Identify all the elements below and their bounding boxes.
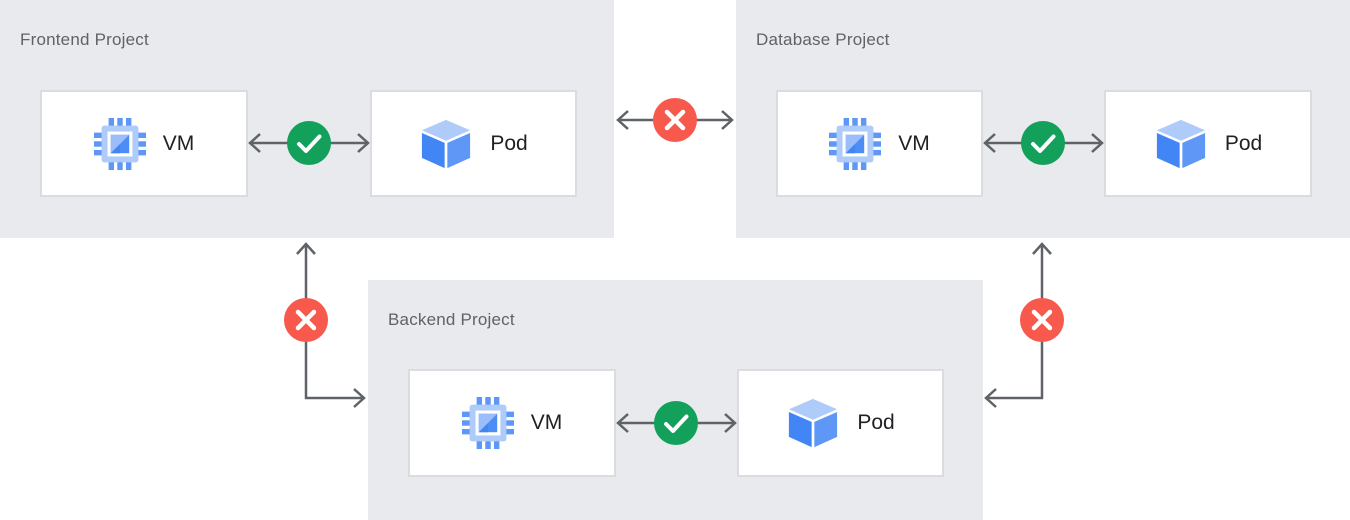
x-icon xyxy=(295,309,317,331)
vm-node-label: VM xyxy=(898,131,930,155)
pod-node-label: Pod xyxy=(857,411,895,434)
compute-chip-icon xyxy=(829,117,882,170)
frontend-project-title: Frontend Project xyxy=(20,30,149,49)
vm-node-label: VM xyxy=(162,131,195,155)
backend-allowed-badge xyxy=(654,401,698,445)
frontend-allowed-badge xyxy=(287,121,331,165)
check-icon xyxy=(1031,134,1056,153)
cube-icon xyxy=(422,119,471,168)
pod-node-label: Pod xyxy=(490,131,528,155)
x-icon xyxy=(664,109,686,131)
check-icon xyxy=(297,134,322,153)
frontend-backend-blocked-badge xyxy=(284,298,328,342)
frontend-pod-node: Pod xyxy=(370,90,577,197)
compute-chip-icon xyxy=(461,397,514,449)
backend-project-title: Backend Project xyxy=(388,310,515,329)
compute-chip-icon xyxy=(93,117,146,170)
vm-node-label: VM xyxy=(530,411,563,434)
frontend-database-blocked-badge xyxy=(653,98,697,142)
database-vm-node: VM xyxy=(776,90,983,197)
check-icon xyxy=(664,414,689,433)
database-project-title: Database Project xyxy=(756,30,890,49)
pod-node-label: Pod xyxy=(1224,131,1263,155)
cube-icon xyxy=(789,398,838,448)
database-backend-blocked-badge xyxy=(1020,298,1064,342)
database-pod-node: Pod xyxy=(1104,90,1312,197)
database-allowed-badge xyxy=(1021,121,1065,165)
frontend-vm-node: VM xyxy=(40,90,248,197)
x-icon xyxy=(1031,309,1053,331)
backend-vm-node: VM xyxy=(408,369,616,477)
backend-pod-node: Pod xyxy=(737,369,944,477)
cube-icon xyxy=(1156,119,1205,168)
